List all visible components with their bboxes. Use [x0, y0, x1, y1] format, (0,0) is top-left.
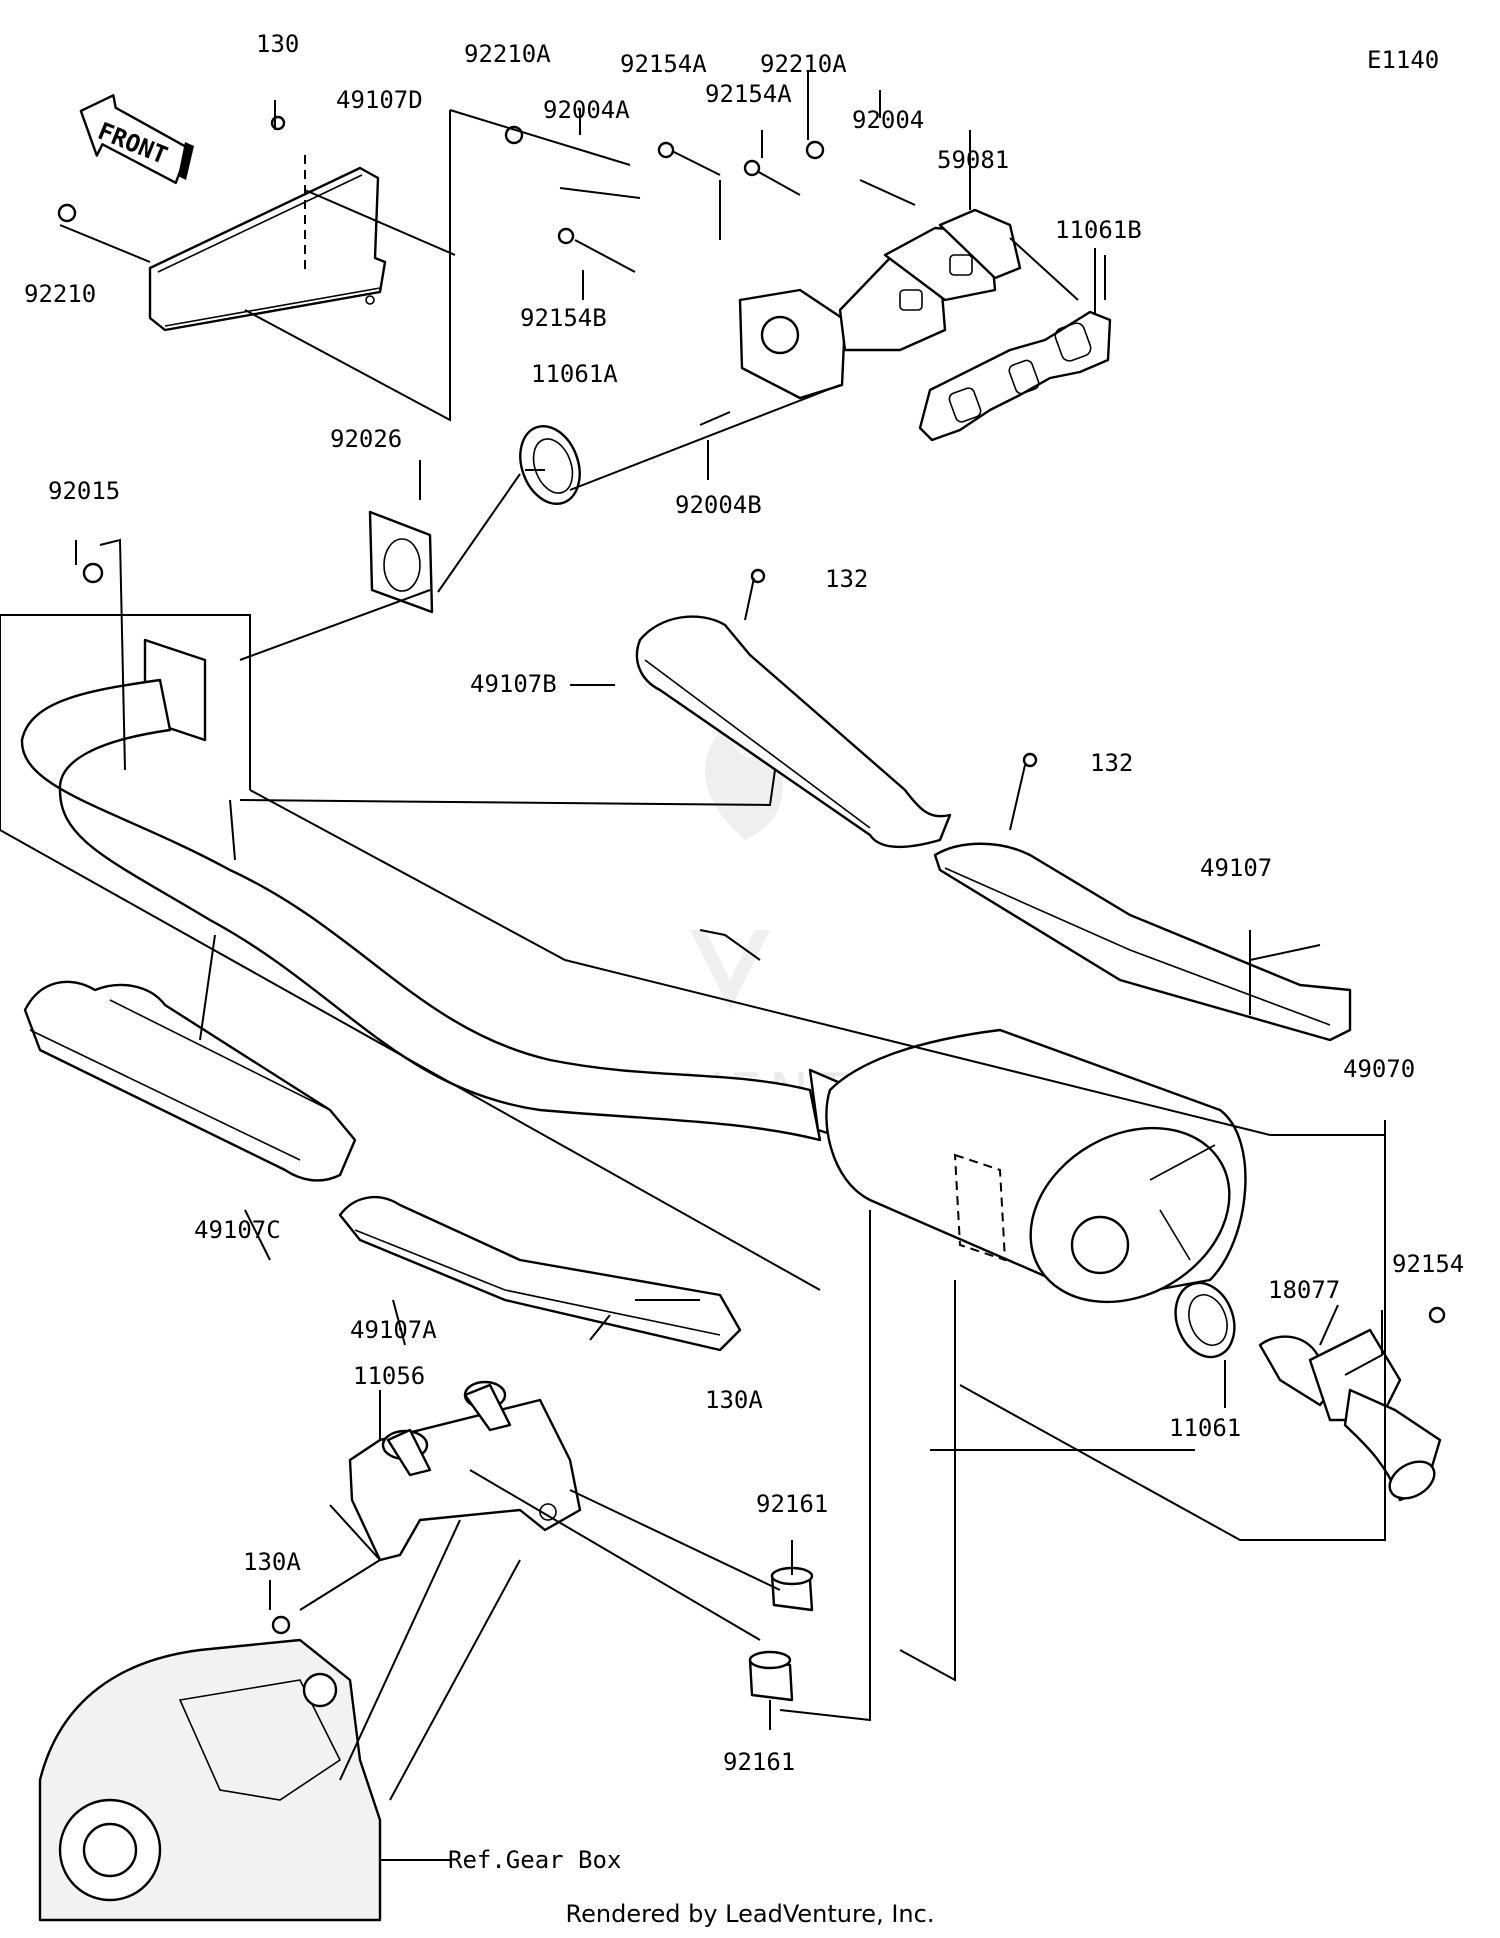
label-49107A: 49107A [350, 1316, 437, 1344]
diagram-code: E1140 [1367, 46, 1439, 74]
label-92161-top: 92161 [756, 1490, 828, 1518]
label-132-top: 132 [825, 565, 868, 593]
tail-pipe-18077 [1258, 1328, 1442, 1502]
label-49070: 49070 [1343, 1055, 1415, 1083]
label-92154B: 92154B [520, 304, 607, 332]
part-labels: E1140 130 49107D 92210 92210A 92004A 921… [24, 30, 1464, 1874]
label-130A-right: 130A [705, 1386, 763, 1414]
label-11061: 11061 [1169, 1414, 1241, 1442]
heat-shield-49107D [148, 155, 387, 332]
label-92004: 92004 [852, 106, 924, 134]
label-130-top: 130 [256, 30, 299, 58]
label-59081: 59081 [937, 146, 1009, 174]
heat-shield-49107A [338, 1196, 742, 1352]
label-92154: 92154 [1392, 1250, 1464, 1278]
label-92210A-right: 92210A [760, 50, 847, 78]
label-18077: 18077 [1268, 1276, 1340, 1304]
label-92004A: 92004A [543, 96, 630, 124]
gasket-ring-11061 [1174, 1281, 1236, 1359]
footer-credit: Rendered by LeadVenture, Inc. [566, 1900, 935, 1928]
heat-shield-49107B [635, 615, 952, 849]
label-92210: 92210 [24, 280, 96, 308]
label-11056: 11056 [353, 1362, 425, 1390]
label-92004B: 92004B [675, 491, 762, 519]
gasket-11061B [918, 310, 1112, 442]
gear-box-reference [38, 1638, 382, 1922]
label-49107B: 49107B [470, 670, 557, 698]
leader-lines [0, 72, 1386, 1861]
label-49107: 49107 [1200, 854, 1272, 882]
bracket-11056 [348, 1380, 582, 1562]
bolts-and-studs [57, 115, 1446, 1635]
muffler-49070 [825, 1028, 1247, 1304]
label-92026: 92026 [330, 425, 402, 453]
exhaust-manifold-59081 [738, 208, 1022, 400]
label-49107D: 49107D [336, 86, 423, 114]
label-11061B: 11061B [1055, 216, 1142, 244]
gasket-92026 [368, 510, 434, 614]
label-11061A: 11061A [531, 360, 618, 388]
label-92154A-2: 92154A [705, 80, 792, 108]
label-49107C: 49107C [194, 1216, 281, 1244]
rubber-bushing-92161-top [770, 1566, 814, 1612]
rubber-bushing-92161-bottom [748, 1650, 794, 1702]
label-ref-gear-box: Ref.Gear Box [448, 1846, 621, 1874]
label-92161-bottom: 92161 [723, 1748, 795, 1776]
front-direction-arrow: FRONT [79, 94, 194, 185]
label-92154A-1: 92154A [620, 50, 707, 78]
label-92210A-left: 92210A [464, 40, 551, 68]
gasket-ring-11061A [519, 425, 581, 505]
label-92015: 92015 [48, 477, 120, 505]
heat-shield-49107 [933, 842, 1352, 1042]
label-132-mid: 132 [1090, 749, 1133, 777]
label-130A-left: 130A [243, 1548, 301, 1576]
heat-shield-49107C [23, 980, 357, 1182]
